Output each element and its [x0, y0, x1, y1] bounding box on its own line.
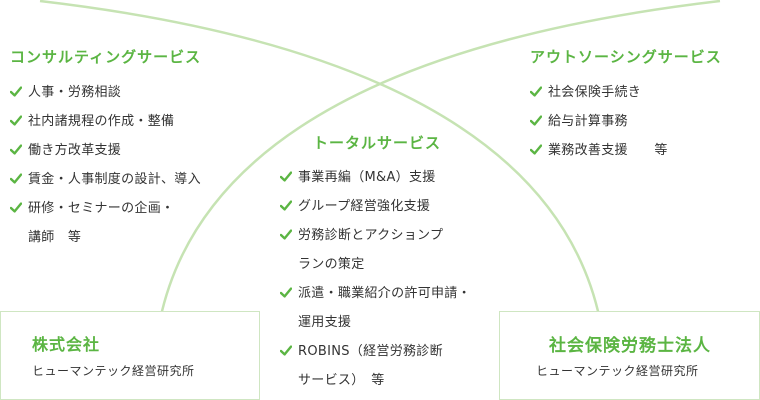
check-icon	[10, 144, 22, 155]
item-text: 派遣・職業紹介の許可申請・	[298, 286, 471, 301]
item-text: 業務改善支援 等	[548, 143, 668, 158]
list-item: グループ経営強化支援	[280, 192, 471, 221]
item-text: 働き方改革支援	[28, 143, 122, 158]
consulting-services-title: コンサルティングサービス	[10, 48, 202, 66]
outsourcing-services-title: アウトソーシングサービス	[530, 48, 722, 66]
item-text: 社会保険手続き	[548, 85, 642, 100]
item-text: 人事・労務相談	[28, 85, 122, 100]
check-icon	[10, 173, 22, 184]
check-icon	[280, 229, 292, 240]
check-icon	[280, 287, 292, 298]
arc-right	[158, 0, 721, 321]
item-text-continued: ランの策定	[298, 257, 365, 272]
check-icon	[530, 144, 542, 155]
item-text: ROBINS（経営労務診断	[298, 344, 443, 359]
list-item: 労務診断とアクションプランの策定	[280, 221, 471, 279]
list-item: 働き方改革支援	[10, 136, 201, 165]
company-box-right: 社会保険労務士法人 ヒューマンテック経営研究所	[499, 311, 760, 400]
list-item: 研修・セミナーの企画・講師 等	[10, 194, 201, 252]
company-name-left: 株式会社	[32, 335, 101, 354]
list-item: ROBINS（経営労務診断サービス） 等	[280, 337, 471, 395]
check-icon	[280, 171, 292, 182]
item-text-continued: サービス） 等	[298, 373, 385, 388]
company-box-left: 株式会社 ヒューマンテック経営研究所	[0, 311, 260, 400]
item-text: 労務診断とアクションプ	[298, 228, 444, 243]
list-item: 社内諸規程の作成・整備	[10, 107, 201, 136]
item-text: 賃金・人事制度の設計、導入	[28, 172, 201, 187]
check-icon	[280, 200, 292, 211]
check-icon	[530, 86, 542, 97]
item-text-continued: 講師 等	[28, 230, 82, 245]
total-services-title: トータルサービス	[313, 134, 442, 152]
company-subtitle-right: ヒューマンテック経営研究所	[536, 364, 699, 378]
item-text: 事業再編（M&A）支援	[298, 170, 436, 185]
check-icon	[10, 202, 22, 213]
item-text: 給与計算事務	[548, 114, 628, 129]
consulting-services-list: 人事・労務相談社内諸規程の作成・整備働き方改革支援賃金・人事制度の設計、導入研修…	[10, 78, 201, 252]
check-icon	[280, 345, 292, 356]
item-text: 社内諸規程の作成・整備	[28, 114, 175, 129]
check-icon	[530, 115, 542, 126]
company-subtitle-left: ヒューマンテック経営研究所	[32, 364, 195, 378]
company-name-right: 社会保険労務士法人	[549, 336, 711, 356]
total-services-list: 事業再編（M&A）支援グループ経営強化支援労務診断とアクションプランの策定派遣・…	[280, 163, 471, 395]
outsourcing-services-list: 社会保険手続き給与計算事務業務改善支援 等	[530, 78, 668, 165]
list-item: 社会保険手続き	[530, 78, 668, 107]
check-icon	[10, 115, 22, 126]
list-item: 業務改善支援 等	[530, 136, 668, 165]
list-item: 人事・労務相談	[10, 78, 201, 107]
item-text: グループ経営強化支援	[298, 199, 431, 214]
list-item: 事業再編（M&A）支援	[280, 163, 471, 192]
item-text: 研修・セミナーの企画・	[28, 201, 175, 216]
list-item: 給与計算事務	[530, 107, 668, 136]
check-icon	[10, 86, 22, 97]
list-item: 賃金・人事制度の設計、導入	[10, 165, 201, 194]
list-item: 派遣・職業紹介の許可申請・運用支援	[280, 279, 471, 337]
arc-left	[39, 0, 602, 321]
item-text-continued: 運用支援	[298, 315, 352, 330]
